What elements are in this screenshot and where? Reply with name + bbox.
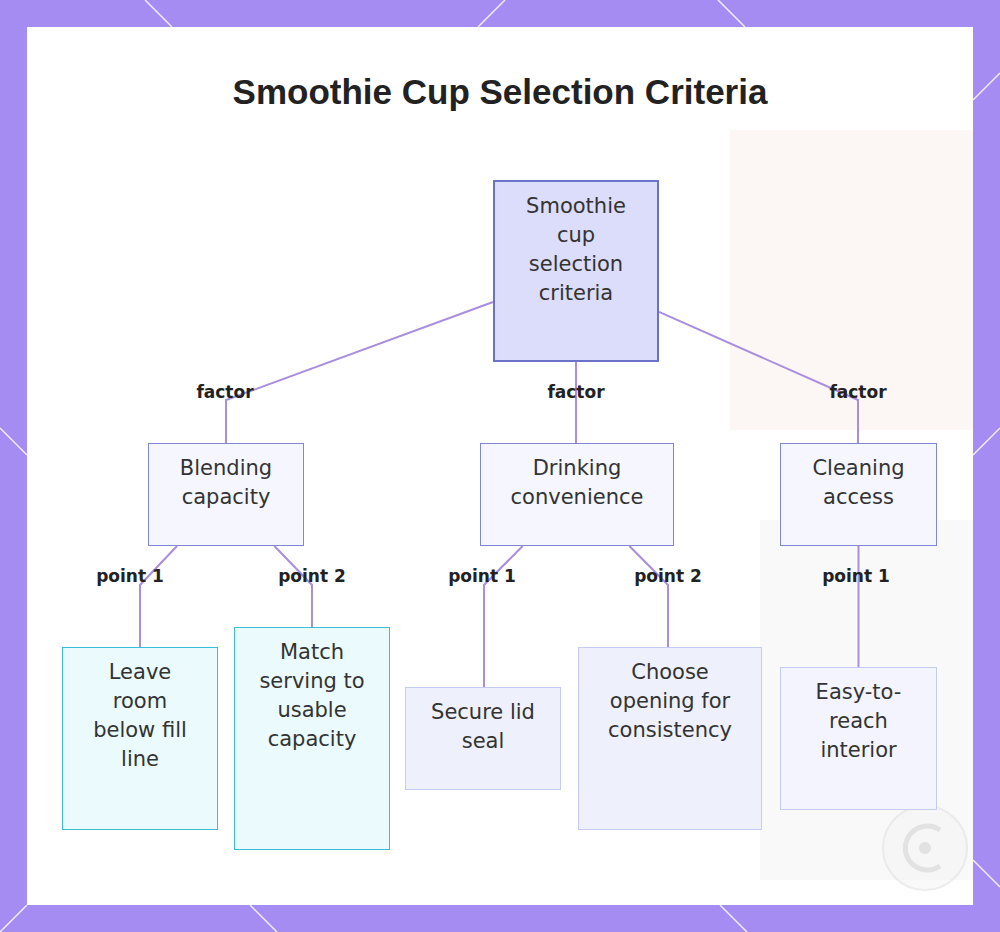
frame-line	[973, 73, 1000, 100]
logo-mark	[883, 806, 967, 890]
edge-label: factor	[547, 382, 604, 402]
blurred-photo-patch	[730, 130, 973, 430]
node-text: Match serving to usable capacity	[253, 638, 371, 754]
blurred-backdrop	[730, 130, 973, 880]
frame-line	[0, 905, 27, 932]
white-panel	[27, 27, 973, 905]
connector-line	[629, 546, 668, 647]
frame-line	[250, 905, 277, 932]
frame-line	[478, 0, 505, 27]
logo-dot	[919, 842, 931, 854]
connector-line	[226, 302, 493, 443]
point-box: Choose opening for consistency	[578, 647, 762, 830]
edge-label: point 1	[822, 566, 890, 586]
node-text: Blending capacity	[159, 454, 293, 512]
frame-line	[973, 860, 1000, 887]
diagram-title: Smoothie Cup Selection Criteria	[27, 72, 973, 112]
factor-box: Drinking convenience	[480, 443, 674, 546]
edge-label: factor	[196, 382, 253, 402]
frame-line	[718, 0, 745, 27]
node-text: Choose opening for consistency	[597, 658, 743, 745]
edge-label: point 2	[634, 566, 702, 586]
connector-line	[274, 546, 312, 627]
connector-line	[575, 362, 577, 443]
node-text: Cleaning access	[791, 454, 926, 512]
logo-circle	[883, 806, 967, 890]
factor-box: Blending capacity	[148, 443, 304, 546]
connector-line	[140, 546, 177, 647]
factor-box: Cleaning access	[780, 443, 937, 546]
point-box: Secure lid seal	[405, 687, 561, 790]
point-box: Leave room below fill line	[62, 647, 218, 830]
logo-arc	[905, 826, 940, 870]
node-text: Easy-to-reach interior	[799, 678, 918, 765]
frame-line	[145, 0, 172, 27]
point-box: Easy-to-reach interior	[780, 667, 937, 810]
edge-label: point 1	[448, 566, 516, 586]
edge-label: point 2	[278, 566, 346, 586]
node-text: Smoothie cup selection criteria	[517, 192, 635, 308]
edge-label: point 1	[96, 566, 164, 586]
node-text: Drinking convenience	[491, 454, 663, 512]
root-box: Smoothie cup selection criteria	[493, 180, 659, 362]
frame-line	[0, 428, 27, 455]
connector-line	[858, 546, 860, 667]
point-box: Match serving to usable capacity	[234, 627, 390, 850]
frame-line	[720, 905, 747, 932]
connector-line	[659, 312, 858, 443]
edge-label: factor	[829, 382, 886, 402]
node-text: Leave room below fill line	[81, 658, 199, 774]
node-text: Secure lid seal	[424, 698, 542, 756]
frame-line	[973, 428, 1000, 455]
